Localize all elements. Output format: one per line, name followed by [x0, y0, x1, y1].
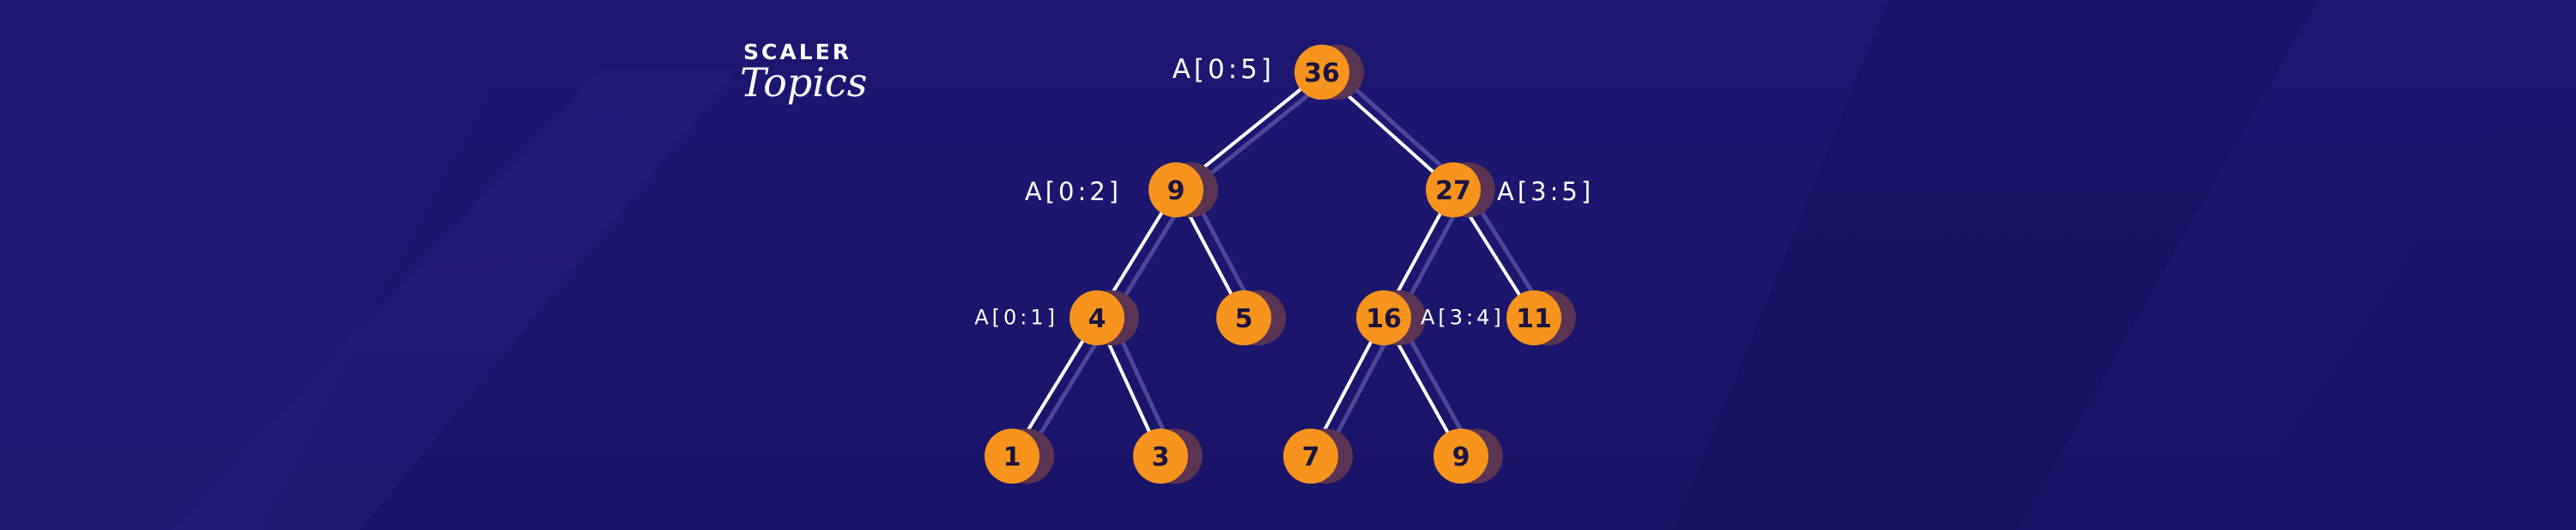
range-label: A[0:2] — [1025, 177, 1122, 206]
range-label: A[0:5] — [1173, 54, 1275, 85]
tree-node: 27 — [1426, 162, 1495, 217]
node-value: 36 — [1304, 58, 1340, 88]
node-value: 16 — [1366, 304, 1402, 334]
range-label: A[3:5] — [1497, 177, 1594, 206]
node-circle — [1133, 429, 1188, 484]
node-value: 9 — [1452, 442, 1470, 472]
range-label: A[0:1] — [974, 305, 1058, 329]
tree-node: 11 — [1506, 290, 1576, 345]
tree-node: 9 — [1433, 429, 1503, 484]
node-circle — [1149, 162, 1203, 217]
node-value: 4 — [1088, 304, 1106, 334]
node-value: 11 — [1516, 304, 1552, 334]
tree-node: 16 — [1356, 290, 1426, 345]
range-labels: A[0:5] A[0:2] A[3:5] A[0:1] A[3:4] — [974, 54, 1594, 330]
logo-brand: SCALER — [743, 40, 852, 64]
node-value: 9 — [1167, 176, 1185, 206]
node-value: 1 — [1003, 442, 1021, 472]
tree-edges — [1010, 70, 1551, 458]
range-label: A[3:4] — [1421, 305, 1505, 329]
node-circle — [1506, 290, 1561, 345]
node-circle — [1426, 162, 1481, 217]
node-circle — [1216, 290, 1271, 345]
tree-node: 1 — [985, 429, 1054, 484]
logo-sub: Topics — [740, 59, 868, 106]
node-circle — [1356, 290, 1411, 345]
node-value: 7 — [1302, 442, 1320, 472]
node-value: 27 — [1435, 176, 1471, 206]
tree-node: 3 — [1133, 429, 1203, 484]
node-circle — [1294, 45, 1349, 100]
tree-node: 4 — [1070, 290, 1139, 345]
tree-node: 9 — [1149, 162, 1218, 217]
node-value: 5 — [1235, 304, 1253, 334]
node-circle — [985, 429, 1039, 484]
node-circle — [1283, 429, 1338, 484]
node-value: 3 — [1152, 442, 1170, 472]
tree-node: 5 — [1216, 290, 1286, 345]
scaler-topics-logo: SCALER Topics — [740, 40, 868, 106]
node-circle — [1433, 429, 1488, 484]
tree-node: 7 — [1283, 429, 1353, 484]
node-circle — [1070, 290, 1124, 345]
tree-node: 36 — [1294, 45, 1364, 100]
